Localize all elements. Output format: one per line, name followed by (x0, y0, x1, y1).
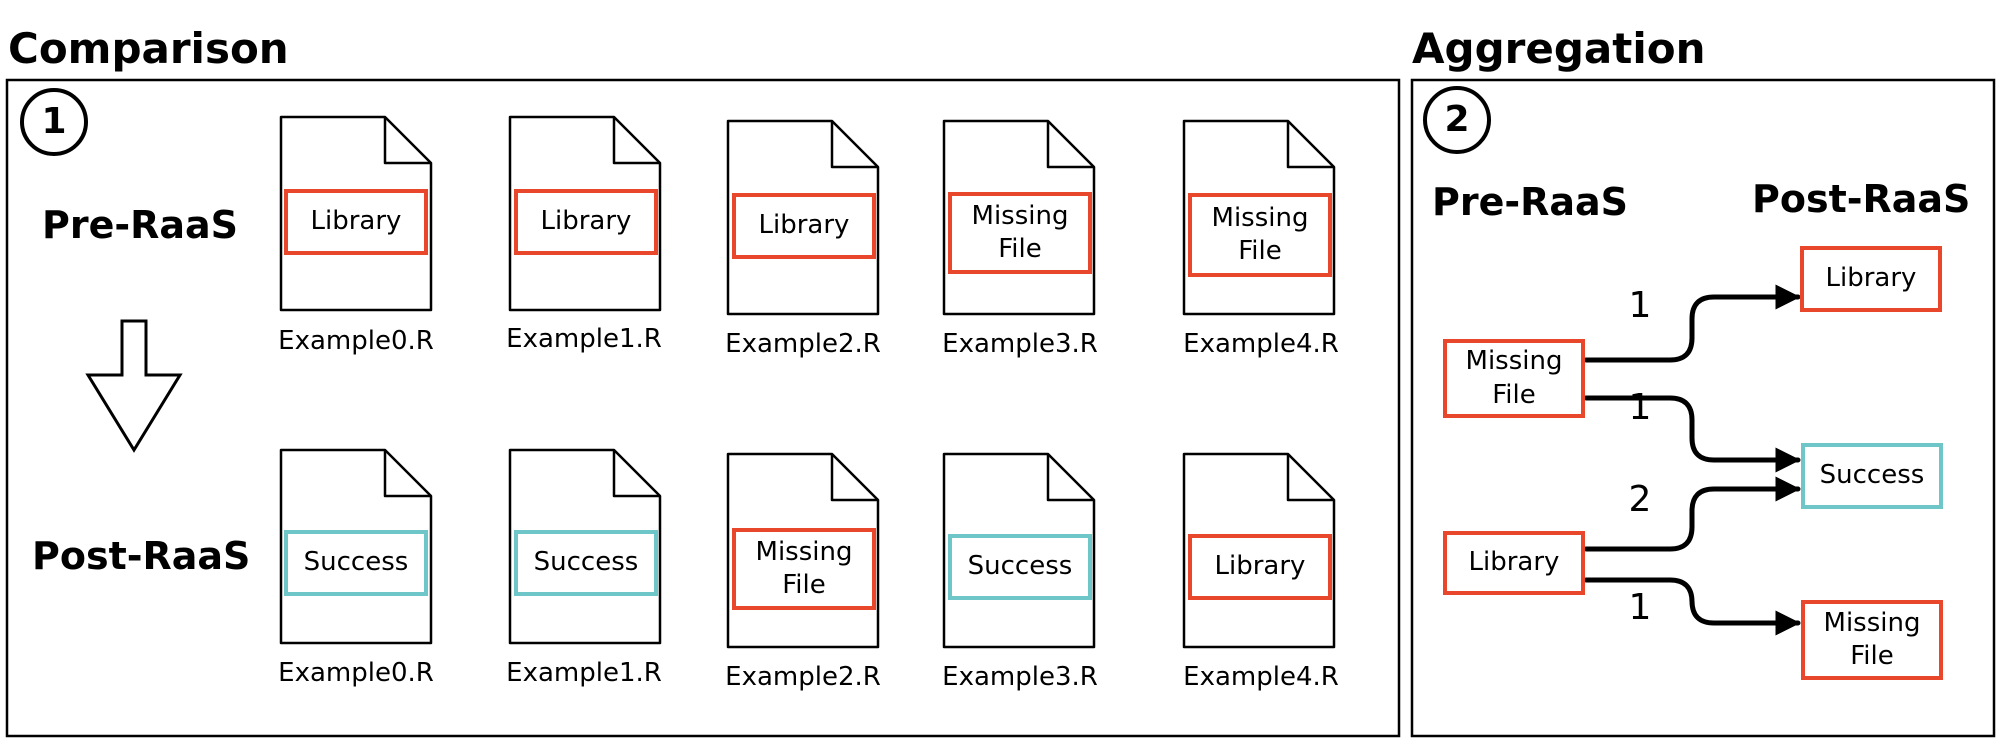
document-fold-icon (383, 117, 431, 165)
pre-file-name-3: Example3.R (942, 329, 1098, 359)
document-fold-icon (1286, 121, 1334, 169)
pre-file-name-2: Example2.R (725, 329, 881, 359)
edge-arrow (1583, 476, 1801, 552)
step-2-number: 2 (1444, 99, 1470, 140)
post-file-name-3: Example3.R (942, 662, 1098, 692)
edge-count-label: 1 (1628, 387, 1652, 428)
post-file-name-4: Example4.R (1183, 662, 1339, 692)
post-status-tag-1: Success (514, 530, 658, 596)
document-fold-icon (1046, 454, 1094, 502)
document-fold-icon (830, 121, 878, 169)
post-node-post-success: Success (1801, 443, 1943, 509)
step-1-circle (20, 88, 88, 156)
pre-status-tag-1: Library (514, 189, 658, 255)
edge-arrow (1583, 284, 1801, 363)
pre-node-pre-library: Library (1443, 531, 1585, 595)
pre-status-tag-2: Library (732, 193, 876, 259)
post-file-name-1: Example1.R (506, 658, 662, 688)
pre-raas-row-label: Pre-RaaS (42, 203, 239, 247)
post-status-tag-4: Library (1188, 534, 1332, 600)
post-status-tag-0: Success (284, 530, 428, 596)
pre-status-tag-0: Library (284, 189, 428, 255)
step-1-number: 1 (41, 101, 67, 142)
pre-file-name-0: Example0.R (278, 326, 434, 356)
aggregation-post-raas-label: Post-RaaS (1752, 177, 1971, 221)
post-node-post-missing: Missing File (1801, 600, 1943, 680)
document-fold-icon (1286, 454, 1334, 502)
document-fold-icon (830, 454, 878, 502)
comparison-title: Comparison (8, 24, 289, 73)
edge-count-label: 1 (1628, 587, 1652, 628)
post-raas-row-label: Post-RaaS (32, 534, 251, 578)
down-arrow-icon (85, 319, 183, 453)
pre-status-tag-4: Missing File (1188, 193, 1332, 277)
post-node-post-library: Library (1800, 246, 1942, 312)
edge-count-label: 1 (1628, 285, 1652, 326)
pre-file-name-4: Example4.R (1183, 329, 1339, 359)
step-2-circle (1423, 86, 1491, 154)
post-status-tag-3: Success (948, 534, 1092, 600)
aggregation-panel-border (1410, 78, 1996, 738)
document-fold-icon (612, 450, 660, 498)
document-fold-icon (383, 450, 431, 498)
comparison-panel-border (5, 78, 1401, 738)
pre-file-name-1: Example1.R (506, 324, 662, 354)
pre-status-tag-3: Missing File (948, 192, 1092, 274)
pre-node-pre-missing: Missing File (1443, 339, 1585, 418)
document-fold-icon (1046, 121, 1094, 169)
edge-count-label: 2 (1628, 479, 1652, 520)
document-fold-icon (612, 117, 660, 165)
post-file-name-2: Example2.R (725, 662, 881, 692)
aggregation-title: Aggregation (1412, 24, 1706, 73)
edge-arrow (1583, 577, 1801, 636)
aggregation-pre-raas-label: Pre-RaaS (1432, 180, 1629, 224)
post-file-name-0: Example0.R (278, 658, 434, 688)
edge-arrow (1583, 395, 1801, 473)
post-status-tag-2: Missing File (732, 528, 876, 610)
